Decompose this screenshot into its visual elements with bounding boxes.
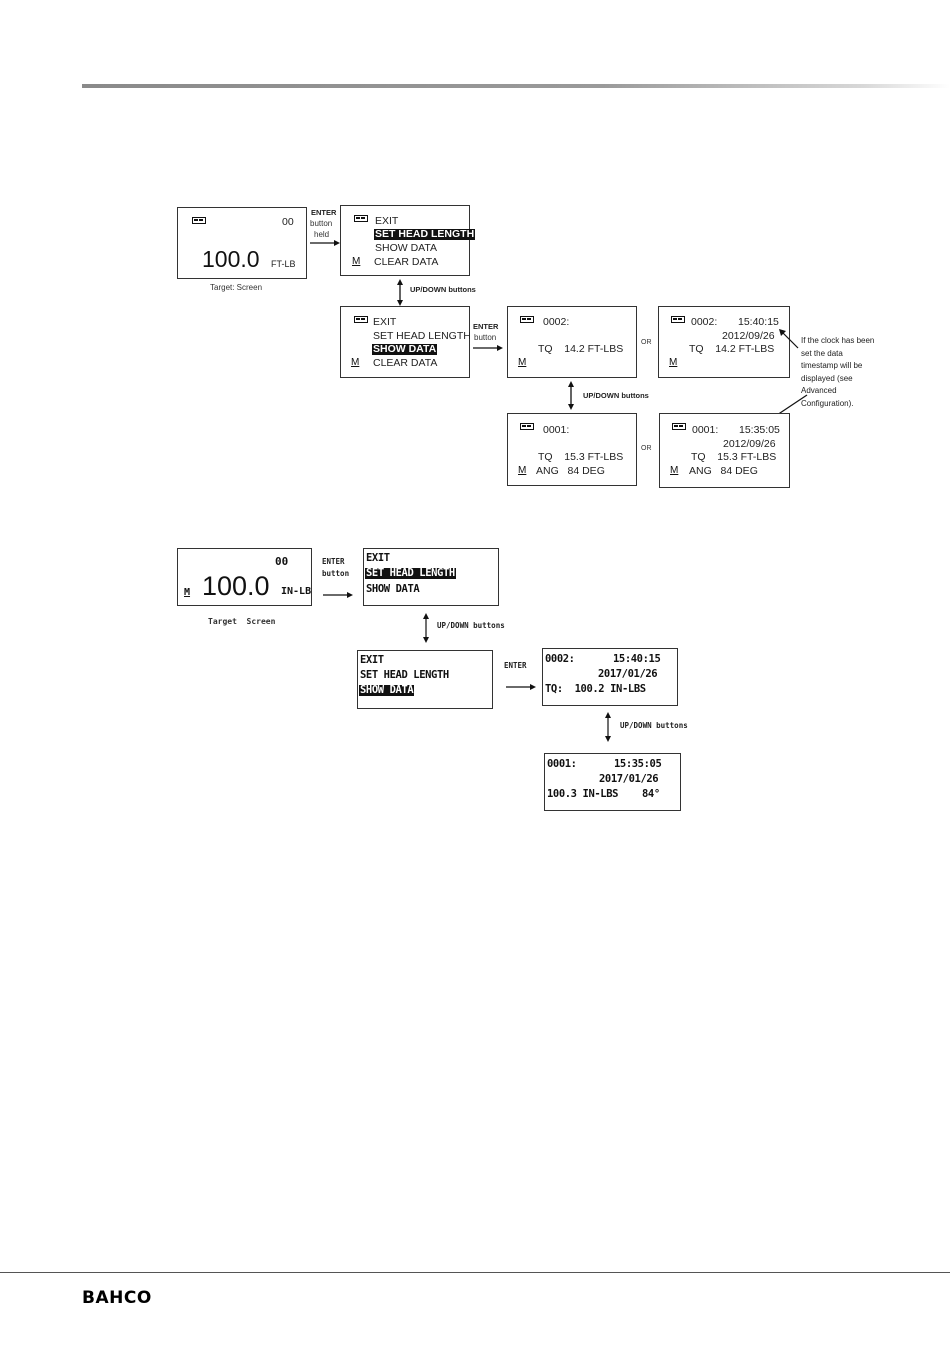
menu-show-data: SHOW DATA [366, 583, 420, 595]
enter-caption: ENTER [504, 661, 527, 670]
record-screen-0001-timestamp: 0001: 15:35:05 2012/09/26 TQ 15.3 FT-LBS… [659, 413, 790, 488]
record-time: 15:35:05 [614, 758, 662, 770]
arrow-right-icon [323, 592, 353, 598]
arrow-right-icon [473, 345, 503, 351]
record-time: 15:40:15 [613, 653, 661, 665]
header-rule [82, 84, 950, 88]
record-torque: TQ: 100.2 IN-LBS [545, 683, 646, 695]
updown-caption: UP/DOWN buttons [620, 721, 688, 730]
target-screen-caption: Target: Screen [210, 283, 263, 292]
menu-screen-set-head: EXIT SET HEAD LENGTH SHOW DATA M CLEAR D… [340, 205, 476, 276]
battery-icon [354, 316, 368, 323]
record-screen-0001: 0001: TQ 15.3 FT-LBS M ANG 84 DEG [507, 413, 637, 486]
reading-count: 00 [282, 216, 294, 228]
battery-icon [520, 316, 534, 323]
record-angle: ANG 84 DEG [536, 465, 605, 477]
pointer-arrow-icon [779, 329, 799, 349]
torque-unit: IN-LB [281, 586, 312, 597]
enter-caption: ENTER [322, 557, 345, 566]
menu-clear-data: CLEAR DATA [373, 357, 438, 369]
record-angle: 84° [642, 788, 660, 800]
brand-logo: BAHCO [82, 1288, 152, 1308]
arrow-right-icon [506, 684, 536, 690]
memory-indicator: M [669, 357, 678, 368]
target-screen: 00 M 100.0 IN-LB [177, 548, 312, 606]
or-label: OR [641, 445, 652, 452]
record-id: 0002: [543, 316, 570, 328]
record-screen-0001: 0001: 15:35:05 2017/01/26 100.3 IN-LBS 8… [544, 753, 681, 811]
menu-screen-set-head: EXIT SET HEAD LENGTH SHOW DATA [363, 548, 499, 606]
or-label: OR [641, 339, 652, 346]
torque-value: 100.0 [202, 571, 270, 601]
record-date: 2012/09/26 [722, 330, 775, 342]
menu-exit: EXIT [360, 654, 384, 666]
memory-indicator: M [670, 465, 679, 476]
record-torque: 100.3 IN-LBS [547, 788, 619, 800]
record-torque: TQ 15.3 FT-LBS [691, 451, 777, 463]
torque-unit: FT-LB [271, 259, 296, 269]
button-caption: button [322, 569, 350, 578]
memory-indicator: M [518, 357, 527, 368]
record-torque: TQ 14.2 FT-LBS [538, 343, 624, 355]
memory-indicator: M [184, 587, 191, 598]
reading-count: 00 [275, 555, 289, 568]
menu-set-head-length: SET HEAD LENGTH [374, 228, 476, 240]
updown-caption: UP/DOWN buttons [410, 285, 476, 294]
record-date: 2012/09/26 [723, 438, 776, 450]
enter-caption: ENTER [473, 322, 499, 331]
menu-show-data: SHOW DATA [375, 242, 438, 254]
battery-icon [520, 423, 534, 430]
record-torque: TQ 15.3 FT-LBS [538, 451, 624, 463]
menu-screen-show-data: EXIT SET HEAD LENGTH SHOW DATA [357, 650, 493, 709]
menu-show-data: SHOW DATA [359, 684, 415, 696]
footer-rule [0, 1272, 950, 1273]
record-id: 0001: [543, 424, 570, 436]
torque-value: 100.0 [202, 246, 260, 272]
record-time: 15:40:15 [738, 316, 779, 328]
menu-exit: EXIT [375, 215, 399, 227]
record-date: 2017/01/26 [599, 773, 659, 785]
up-down-arrow-icon [605, 712, 611, 742]
arrow-right-icon [310, 240, 340, 246]
record-screen-0002: 0002: TQ 14.2 FT-LBS M [507, 306, 637, 378]
record-id: 0001: [547, 758, 577, 770]
battery-icon [192, 217, 206, 224]
record-date: 2017/01/26 [598, 668, 658, 680]
record-id: 0002: [691, 316, 718, 328]
record-id: 0001: [692, 424, 719, 436]
memory-indicator: M [351, 357, 360, 368]
battery-icon [671, 316, 685, 323]
up-down-arrow-icon [397, 279, 403, 306]
updown-caption: UP/DOWN buttons [583, 391, 649, 400]
record-id: 0002: [545, 653, 575, 665]
record-screen-0002: 0002: 15:40:15 2017/01/26 TQ: 100.2 IN-L… [542, 648, 678, 706]
updown-caption: UP/DOWN buttons [437, 621, 505, 630]
battery-icon [672, 423, 686, 430]
button-caption: button [474, 333, 497, 342]
record-torque: TQ 14.2 FT-LBS [689, 343, 775, 355]
menu-set-head-length: SET HEAD LENGTH [360, 669, 449, 681]
battery-icon [354, 215, 368, 222]
up-down-arrow-icon [423, 613, 429, 643]
menu-clear-data: CLEAR DATA [374, 256, 439, 268]
record-angle: ANG 84 DEG [689, 465, 758, 477]
target-screen-caption: Target Screen [208, 617, 276, 626]
up-down-arrow-icon [568, 381, 574, 410]
timestamp-note: If the clock has been set the data times… [801, 336, 875, 408]
record-time: 15:35:05 [739, 424, 780, 436]
target-screen: 00 100.0 FT-LB [177, 207, 307, 279]
menu-set-head-length: SET HEAD LENGTH [365, 567, 456, 579]
menu-show-data: SHOW DATA [372, 343, 438, 355]
memory-indicator: M [352, 256, 361, 267]
memory-indicator: M [518, 465, 527, 476]
menu-exit: EXIT [366, 552, 390, 564]
record-screen-0002-timestamp: 0002: 15:40:15 2012/09/26 TQ 14.2 FT-LBS… [658, 306, 790, 378]
menu-screen-show-data: EXIT SET HEAD LENGTH SHOW DATA M CLEAR D… [340, 306, 471, 378]
menu-exit: EXIT [373, 316, 397, 328]
menu-set-head-length: SET HEAD LENGTH [373, 330, 471, 342]
